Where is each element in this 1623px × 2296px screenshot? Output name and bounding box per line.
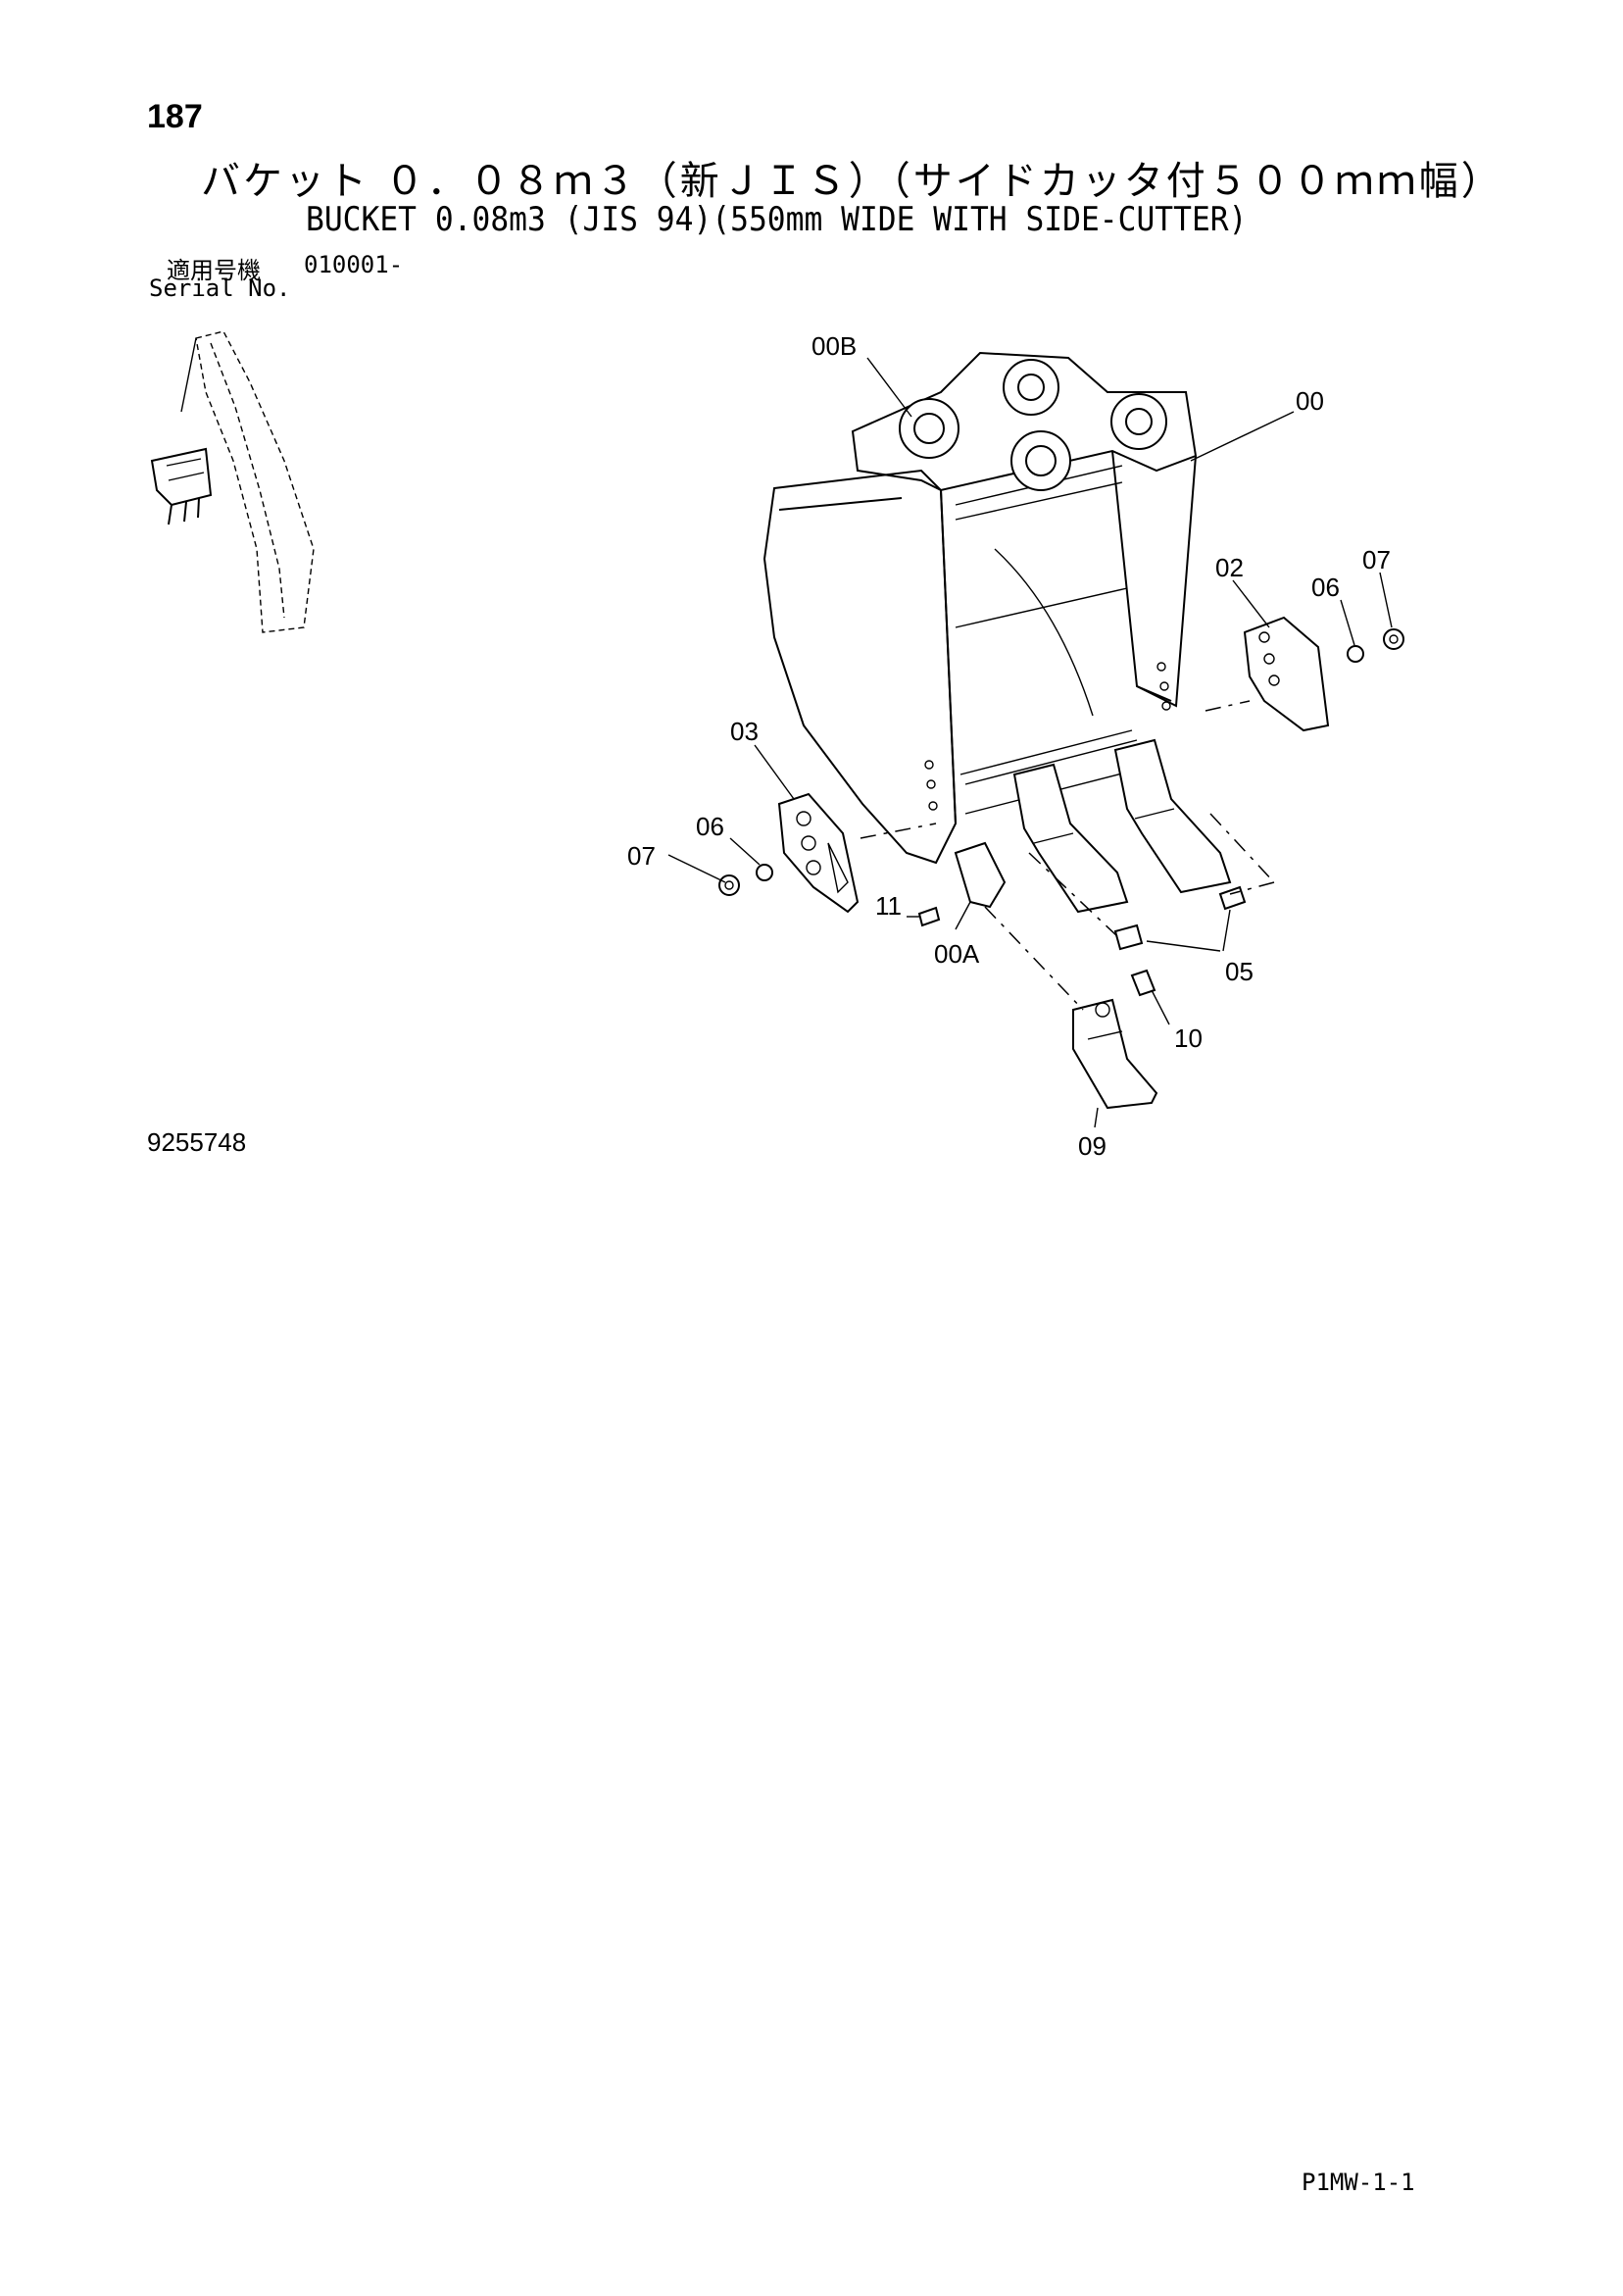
serial-label-japanese: 適用号機 [167, 257, 261, 284]
callout-06-right: 06 [1311, 573, 1340, 602]
callout-05: 05 [1225, 957, 1254, 986]
callout-labels: 00B 00 02 06 07 03 06 07 11 00A 05 10 09 [627, 331, 1391, 1161]
callout-07-left: 07 [627, 841, 656, 871]
callout-00B: 00B [812, 331, 857, 361]
bucket-teeth [954, 738, 1232, 914]
callout-10: 10 [1174, 1023, 1203, 1053]
bucket-body [762, 351, 1198, 865]
serial-label-english: Serial No. [149, 275, 291, 302]
leader-lines [667, 357, 1393, 1128]
excavator-arm-thumbnail [150, 330, 315, 633]
serial-value: 010001- [304, 251, 404, 278]
title-english: BUCKET 0.08m3 (JIS 94)(550mm WIDE WITH S… [306, 200, 1248, 239]
detached-tooth [1072, 998, 1158, 1110]
callout-11: 11 [875, 891, 902, 921]
page-number: 187 [147, 98, 203, 135]
side-cutter-right [1243, 616, 1330, 732]
callout-06-left: 06 [696, 812, 724, 841]
side-cutter-left [777, 792, 860, 914]
callout-09: 09 [1078, 1131, 1107, 1161]
assembly-lines [860, 700, 1275, 1011]
callout-02: 02 [1215, 553, 1244, 582]
callout-00A: 00A [934, 939, 980, 969]
fasteners [718, 628, 1404, 997]
callout-03: 03 [730, 717, 759, 746]
callout-07-right: 07 [1362, 545, 1391, 574]
callout-00: 00 [1296, 386, 1324, 416]
title-japanese: バケット ０．０８ｍ３（新ＪＩＳ）（サイドカッタ付５００ｍｍ幅） [201, 159, 1503, 204]
drawing-number: 9255748 [147, 1127, 247, 1157]
page-code: P1MW-1-1 [1302, 2169, 1415, 2196]
